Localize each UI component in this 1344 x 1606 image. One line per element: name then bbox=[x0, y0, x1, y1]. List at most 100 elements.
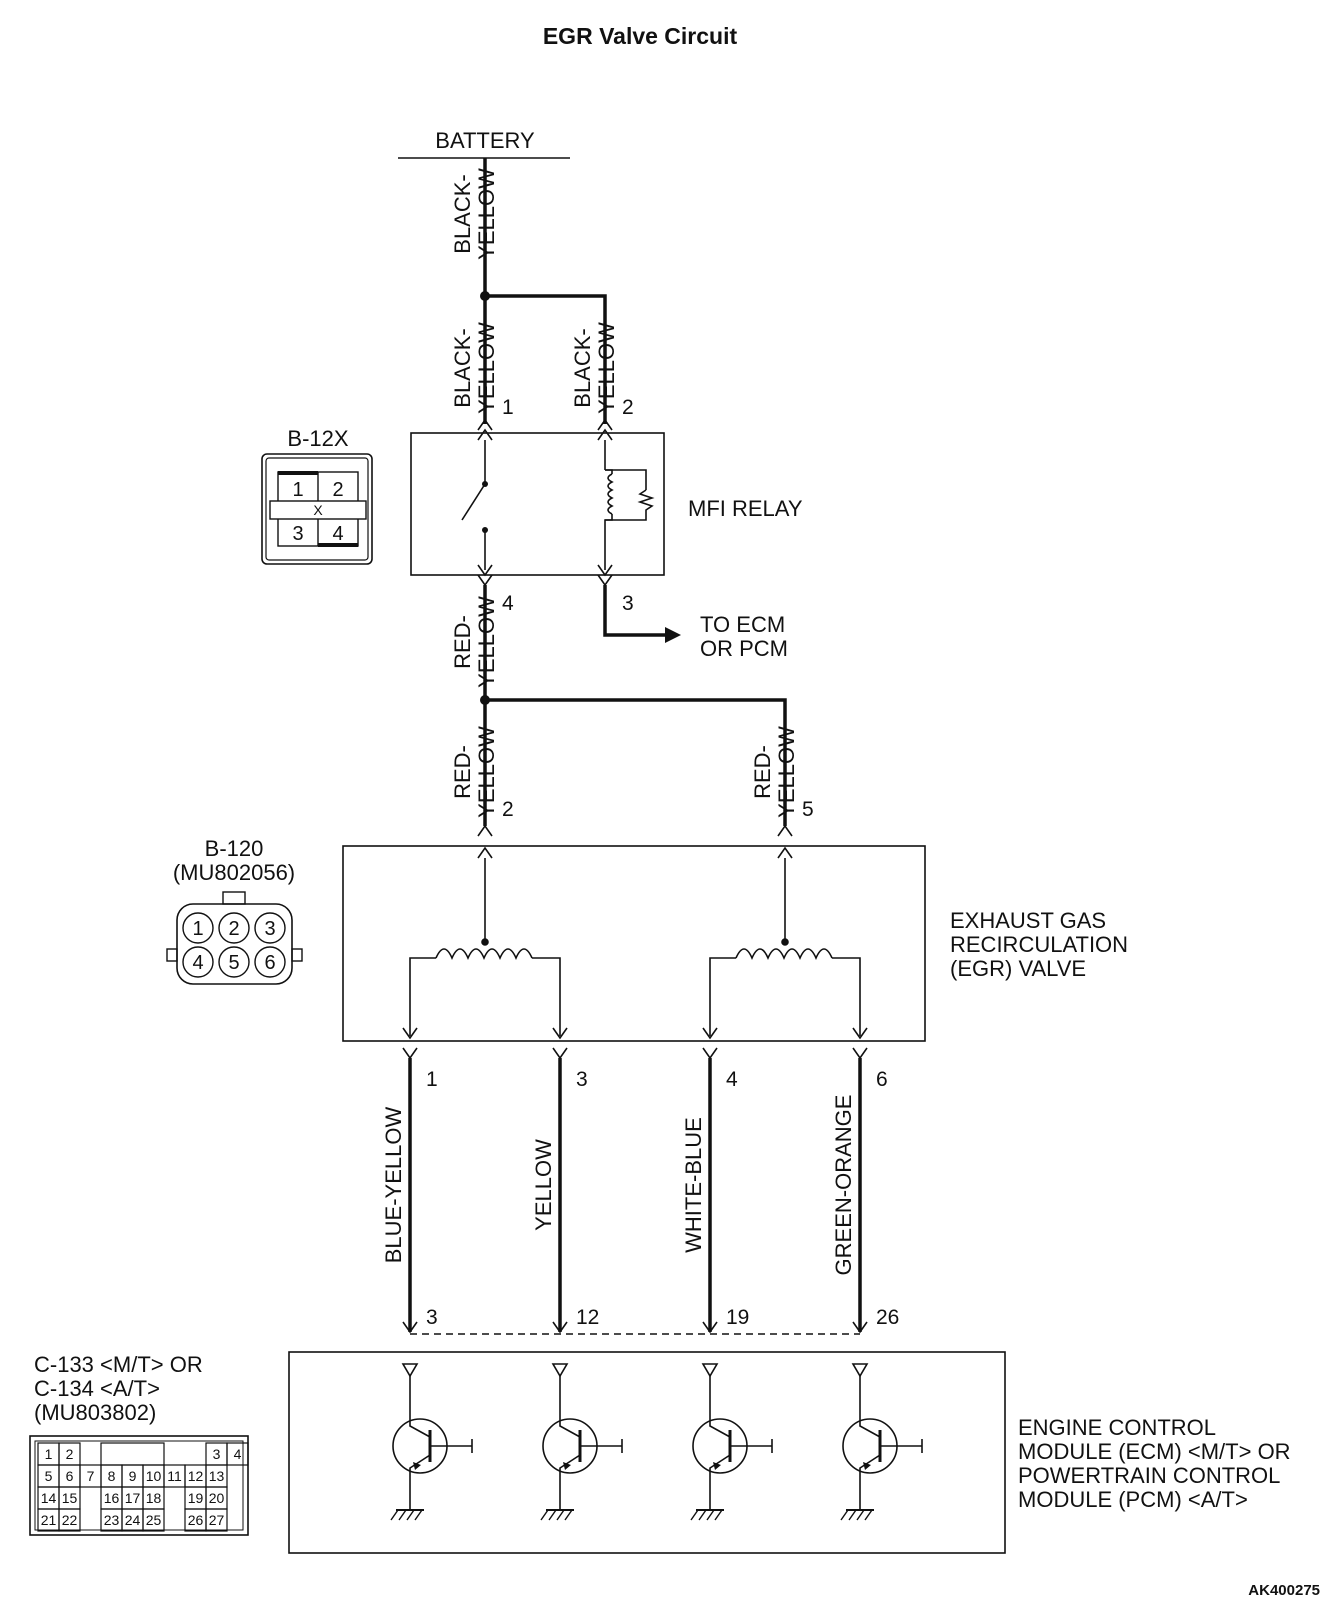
transistor-icon bbox=[390, 1363, 473, 1521]
c133-cell: 14 bbox=[41, 1490, 57, 1506]
b120-connector-icon: 1 2 3 4 5 6 bbox=[166, 891, 303, 985]
wire-label-black-yellow-main: BLACK- YELLOW bbox=[450, 168, 499, 260]
svg-text:BLACK-: BLACK- bbox=[570, 328, 595, 407]
svg-text:YELLOW: YELLOW bbox=[474, 596, 499, 688]
wire-to-ecm bbox=[603, 585, 665, 637]
b12x-connector-code: B-12X bbox=[287, 426, 348, 451]
b120-cell-2: 2 bbox=[228, 918, 239, 940]
wire-label-blue-yellow: BLUE-YELLOW bbox=[381, 1107, 406, 1264]
relay-top-connector-marks bbox=[477, 418, 613, 441]
svg-text:YELLOW: YELLOW bbox=[594, 322, 619, 414]
b120-cell-1: 1 bbox=[192, 918, 203, 940]
c133-cell: 21 bbox=[41, 1512, 57, 1528]
svg-text:YELLOW: YELLOW bbox=[474, 726, 499, 818]
wire-label-red-yellow-relay: RED- YELLOW bbox=[450, 596, 499, 688]
b12x-cell-1: 1 bbox=[292, 479, 303, 501]
egr-pin-1: 1 bbox=[426, 1068, 438, 1091]
egr-top-connector-marks bbox=[477, 824, 793, 859]
b12x-cell-x: X bbox=[313, 502, 323, 518]
module-pin-12: 12 bbox=[576, 1306, 599, 1329]
egr-pin-3: 3 bbox=[576, 1068, 588, 1091]
b120-cell-3: 3 bbox=[264, 918, 275, 940]
svg-text:YELLOW: YELLOW bbox=[474, 322, 499, 414]
module-label-line1: ENGINE CONTROL bbox=[1018, 1415, 1216, 1440]
egr-label-line1: EXHAUST GAS bbox=[950, 908, 1106, 933]
egr-pin-6: 6 bbox=[876, 1068, 888, 1091]
transistor-icon bbox=[690, 1363, 773, 1521]
b12x-connector-icon: 1 2 X 3 4 bbox=[261, 453, 373, 565]
relay-pin-1: 1 bbox=[502, 396, 514, 419]
c133-cell: 3 bbox=[213, 1446, 221, 1462]
wire-label-red-yellow-pin5: RED- YELLOW bbox=[750, 726, 799, 818]
c133-connector-line1: C-133 <M/T> OR bbox=[34, 1352, 203, 1377]
c133-cell: 22 bbox=[62, 1512, 78, 1528]
engine-control-module-box bbox=[288, 1351, 1006, 1554]
module-pin-3: 3 bbox=[426, 1306, 438, 1329]
b12x-cell-3: 3 bbox=[292, 523, 303, 545]
egr-label-line3: (EGR) VALVE bbox=[950, 956, 1086, 981]
wire-label-black-yellow-pin2: BLACK- YELLOW bbox=[570, 322, 619, 414]
c133-cell: 11 bbox=[167, 1468, 182, 1484]
c133-cell: 10 bbox=[146, 1468, 162, 1484]
c133-cell: 26 bbox=[188, 1512, 204, 1528]
wire-label-red-yellow-pin2: RED- YELLOW bbox=[450, 726, 499, 818]
to-ecm-label-line1: TO ECM bbox=[700, 612, 785, 637]
battery-label: BATTERY bbox=[435, 128, 535, 153]
module-label-line3: POWERTRAIN CONTROL bbox=[1018, 1463, 1280, 1488]
c133-cell: 25 bbox=[146, 1512, 162, 1528]
b120-cell-6: 6 bbox=[264, 952, 275, 974]
b120-connector-part: (MU802056) bbox=[173, 860, 295, 885]
to-ecm-label-line2: OR PCM bbox=[700, 636, 788, 661]
transistor-icon bbox=[840, 1363, 923, 1521]
egr-bottom-connector-marks bbox=[402, 1027, 868, 1060]
figure-code: AK400275 bbox=[1248, 1582, 1320, 1599]
wire-relay-pin2-feed bbox=[485, 294, 607, 424]
relay-pin-4: 4 bbox=[502, 592, 514, 615]
transistor-group bbox=[390, 1363, 923, 1521]
c133-cell: 24 bbox=[125, 1512, 141, 1528]
c133-cell: 16 bbox=[104, 1490, 120, 1506]
relay-pin-3: 3 bbox=[622, 592, 634, 615]
b120-connector-code: B-120 bbox=[205, 836, 264, 861]
diagram-title: EGR Valve Circuit bbox=[543, 23, 738, 49]
to-ecm-arrow-icon bbox=[665, 627, 681, 643]
lower-wires bbox=[408, 1058, 862, 1332]
c133-cell: 1 bbox=[45, 1446, 53, 1462]
egr-pin-5: 5 bbox=[802, 798, 814, 821]
c133-cell: 20 bbox=[209, 1490, 225, 1506]
c133-cell: 19 bbox=[188, 1490, 204, 1506]
wire-label-yellow: YELLOW bbox=[531, 1139, 556, 1231]
c133-cell: 8 bbox=[108, 1468, 116, 1484]
module-label-line2: MODULE (ECM) <M/T> OR bbox=[1018, 1439, 1291, 1464]
mfi-relay-label: MFI RELAY bbox=[688, 496, 803, 521]
b12x-cell-2: 2 bbox=[332, 479, 343, 501]
transistor-icon bbox=[540, 1363, 623, 1521]
svg-text:YELLOW: YELLOW bbox=[474, 168, 499, 260]
c133-cell: 9 bbox=[129, 1468, 137, 1484]
mfi-relay-box bbox=[410, 432, 665, 576]
c133-connector-line2: C-134 <A/T> bbox=[34, 1376, 160, 1401]
egr-coil-right-icon bbox=[709, 858, 861, 1036]
c133-cell: 13 bbox=[209, 1468, 225, 1484]
c133-cell: 5 bbox=[45, 1468, 53, 1484]
egr-label-line2: RECIRCULATION bbox=[950, 932, 1128, 957]
svg-text:BLACK-: BLACK- bbox=[450, 174, 475, 253]
relay-switch-icon bbox=[461, 440, 488, 570]
egr-pin-2: 2 bbox=[502, 798, 514, 821]
b120-cell-4: 4 bbox=[192, 952, 203, 974]
module-pin-26: 26 bbox=[876, 1306, 899, 1329]
b12x-cell-4: 4 bbox=[332, 523, 343, 545]
svg-text:RED-: RED- bbox=[450, 615, 475, 669]
c133-cell: 15 bbox=[62, 1490, 78, 1506]
module-pin-19: 19 bbox=[726, 1306, 749, 1329]
egr-pin-4: 4 bbox=[726, 1068, 738, 1091]
c133-cell: 2 bbox=[66, 1446, 74, 1462]
c133-cell: 18 bbox=[146, 1490, 162, 1506]
wire-label-green-orange: GREEN-ORANGE bbox=[831, 1095, 856, 1276]
svg-text:RED-: RED- bbox=[450, 745, 475, 799]
wire-label-white-blue: WHITE-BLUE bbox=[681, 1117, 706, 1253]
wire-label-black-yellow-pin1: BLACK- YELLOW bbox=[450, 322, 499, 414]
b120-cell-5: 5 bbox=[228, 952, 239, 974]
relay-pin-2: 2 bbox=[622, 396, 634, 419]
